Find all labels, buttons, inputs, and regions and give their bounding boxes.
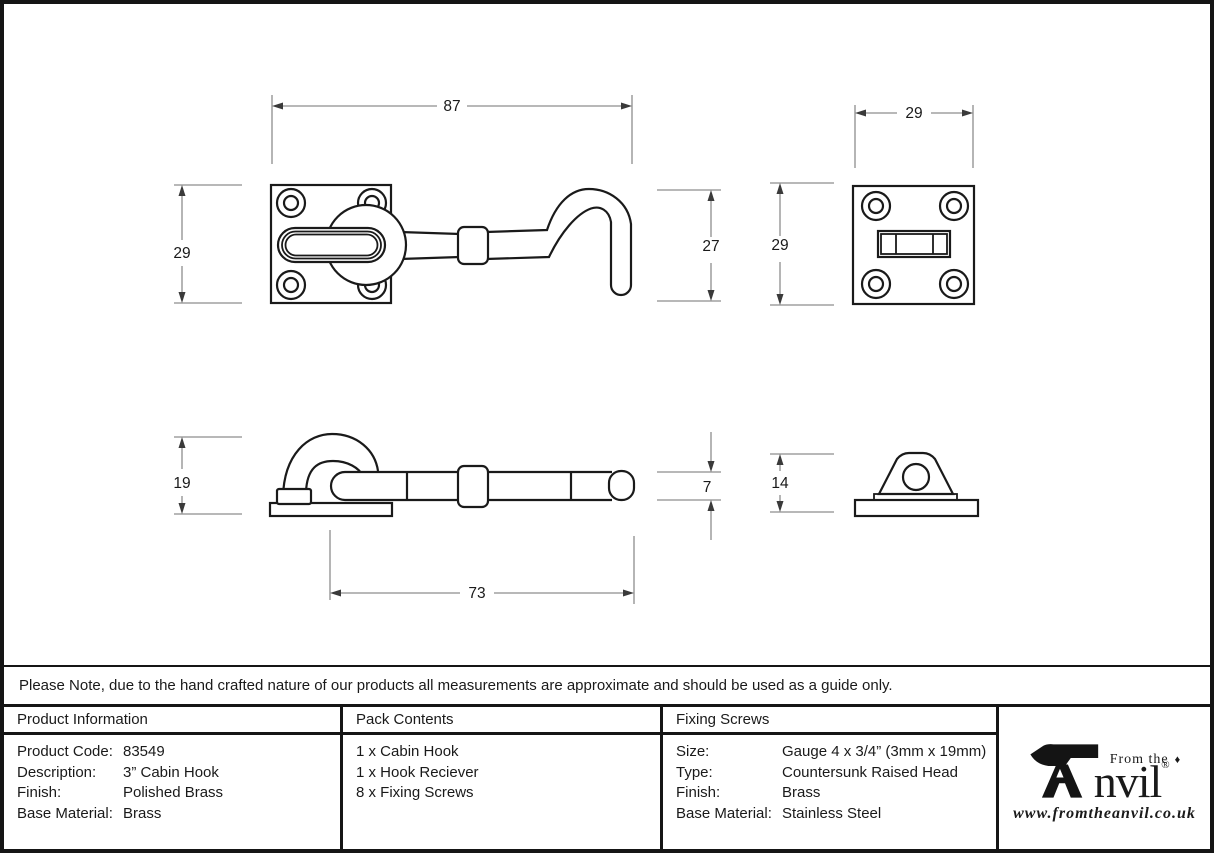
side-view-cabin-hook (268, 432, 636, 518)
fixing-screws-body: Size: Gauge 4 x 3/4” (3mm x 19mm) Type: … (663, 735, 996, 849)
spec-value: Stainless Steel (782, 804, 882, 822)
pack-item: 1 x Cabin Hook (356, 743, 459, 760)
dimension-29-mid: 29 (770, 182, 834, 306)
anvil-icon (1030, 743, 1098, 798)
pack-contents-body: 1 x Cabin Hook 1 x Hook Reciever 8 x Fix… (343, 735, 660, 849)
logo-prefix: From the ♦ (1109, 751, 1182, 767)
front-view-receiver (851, 184, 976, 306)
fixing-screws-column: Fixing Screws Size: Gauge 4 x 3/4” (3mm … (663, 707, 999, 849)
spec-label: Base Material: (676, 804, 772, 822)
side-view-receiver (853, 451, 980, 518)
dimension-27: 27 (657, 189, 721, 302)
dimension-14: 14 (770, 453, 834, 513)
dimension-73: 73 (329, 530, 635, 604)
spec-label: Finish: (17, 784, 62, 801)
spec-row: Base Material: Brass (17, 804, 340, 825)
pack-item: 8 x Fixing Screws (356, 784, 474, 801)
registered-mark: ® (1161, 758, 1169, 771)
receiver-slot (876, 229, 952, 259)
spec-value: 83549 (123, 743, 165, 760)
info-table: Product Information Product Code: 83549 … (4, 707, 1210, 849)
dimension-label: 87 (443, 98, 460, 115)
spec-row: Finish: Polished Brass (17, 783, 340, 804)
pack-item: 1 x Hook Reciever (356, 763, 479, 781)
technical-drawing-area: 87 29 27 (4, 4, 1210, 665)
technical-drawing: 87 29 27 (173, 95, 980, 604)
spec-label: Product Code: (17, 743, 113, 760)
logo-name: nvil ® (1093, 755, 1170, 807)
dimension-label: 27 (702, 238, 719, 255)
dimension-label: 29 (905, 105, 922, 122)
dimension-label: 29 (173, 245, 190, 262)
hook-outline (485, 187, 633, 297)
front-view-cabin-hook (269, 183, 633, 305)
note-text: Please Note, due to the hand crafted nat… (19, 677, 893, 694)
pivot-bar (276, 226, 387, 264)
spec-label: Finish: (676, 784, 721, 801)
logo-url: www.fromtheanvil.co.uk (1013, 804, 1196, 822)
dimension-label: 73 (468, 585, 485, 602)
dimension-19: 19 (173, 436, 242, 515)
product-information-header: Product Information (4, 707, 340, 735)
anvil-logo: From the ♦ nvil ® www.fromtheanvil.co.uk (1013, 740, 1196, 823)
pack-contents-column: Pack Contents 1 x Cabin Hook 1 x Hook Re… (343, 707, 663, 849)
product-information-body: Product Code: 83549 Description: 3” Cabi… (4, 735, 340, 849)
dimension-29-receiver-width: 29 (854, 105, 974, 168)
spec-row: Description: 3” Cabin Hook (17, 763, 340, 784)
spec-row: Type: Countersunk Raised Head (676, 763, 996, 784)
bar-end-cap (607, 469, 636, 502)
spec-label: Base Material: (17, 804, 113, 822)
spec-value: Brass (782, 784, 821, 801)
spec-value: Gauge 4 x 3/4” (3mm x 19mm) (782, 743, 987, 760)
fixing-screws-header: Fixing Screws (663, 707, 996, 735)
brand-logo-cell: From the ♦ nvil ® www.fromtheanvil.co.uk (999, 707, 1210, 849)
hook-plate-side (268, 501, 394, 518)
spec-value: Countersunk Raised Head (782, 763, 958, 781)
spec-value: Polished Brass (123, 784, 224, 801)
dimension-87: 87 (271, 95, 633, 164)
dimension-label: 7 (703, 479, 712, 496)
spec-value: 3” Cabin Hook (123, 763, 219, 781)
spec-row: Product Code: 83549 (17, 742, 340, 763)
spec-row: Size: Gauge 4 x 3/4” (3mm x 19mm) (676, 742, 996, 763)
spec-label: Description: (17, 763, 97, 781)
spec-label: Type: (676, 763, 713, 781)
dimension-label: 14 (771, 475, 789, 492)
product-information-column: Product Information Product Code: 83549 … (4, 707, 343, 849)
receiver-plate-side (853, 498, 980, 518)
measurement-note: Please Note, due to the hand crafted nat… (4, 665, 1210, 707)
dimension-label: 29 (771, 237, 788, 254)
dimension-7: 7 (657, 432, 721, 540)
hook-collar-side (456, 464, 490, 509)
hook-collar (456, 225, 490, 266)
dimension-label: 19 (173, 475, 190, 492)
pack-contents-header: Pack Contents (343, 707, 660, 735)
receiver-eye-hole (901, 462, 931, 492)
dimension-29-front: 29 (173, 184, 242, 304)
spec-row: Finish: Brass (676, 783, 996, 804)
spec-row: Base Material: Stainless Steel (676, 804, 996, 825)
diamond-icon: ♦ (1174, 753, 1182, 766)
spec-value: Brass (123, 804, 162, 822)
spec-label: Size: (676, 743, 710, 760)
